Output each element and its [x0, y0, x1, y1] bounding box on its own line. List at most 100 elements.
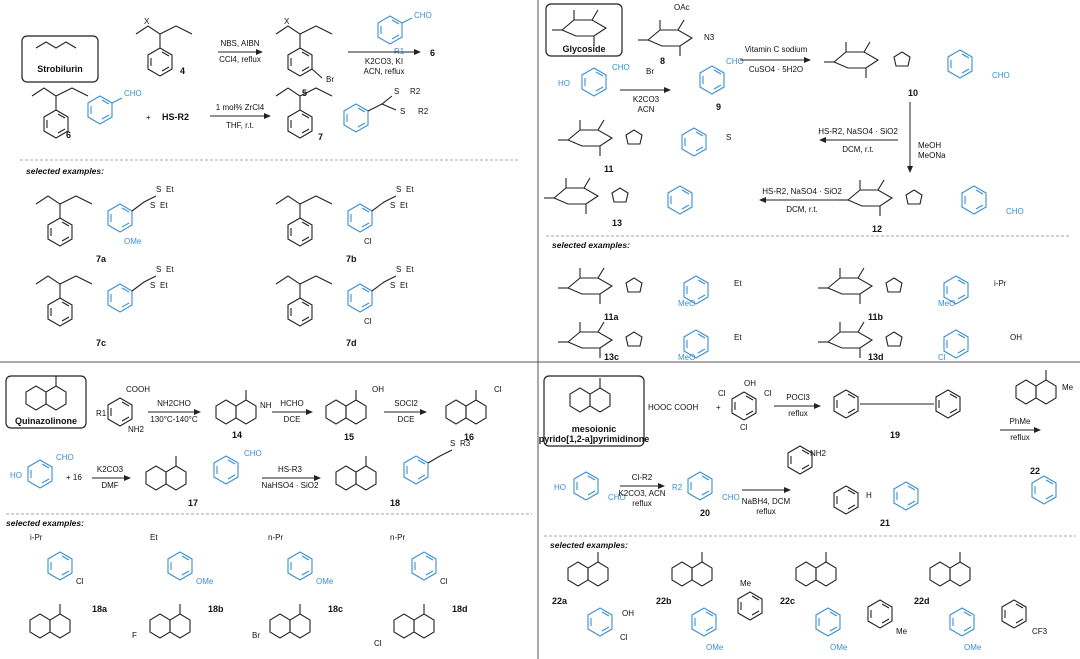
methylmalonic-acid: HOOC COOH: [648, 403, 698, 412]
panel-mesoionic: mesoionic pyrido[1,2-a]pyrimidinone HOOC…: [539, 369, 1076, 652]
structure-stroke: [393, 603, 435, 639]
structure-stroke: [147, 47, 173, 77]
structure-label: S: [156, 185, 161, 194]
structure-stroke: [1001, 599, 1027, 629]
structure-stroke: [55, 87, 89, 97]
structure-label: 22a: [552, 596, 568, 606]
structure-label: CHO: [1006, 207, 1024, 216]
cpd20-label: 20: [700, 508, 710, 518]
example-18a: i-Pr Cl 18a: [29, 533, 108, 639]
cpd16-label: 16: [464, 432, 474, 442]
structure-label: Br: [252, 631, 260, 640]
structure-label: Et: [406, 265, 414, 274]
structure-stroke: [557, 267, 613, 305]
structure-stroke: [35, 195, 61, 218]
mesoionic-label: mesoionic: [572, 424, 617, 434]
structure-label: HS-R2, NaSO4 · SiO2: [818, 127, 898, 136]
structure-stroke: [371, 275, 397, 292]
structure-stroke: [885, 277, 903, 293]
cpd5-br: Br: [326, 75, 334, 84]
structure-stroke: [107, 283, 133, 313]
selected-examples-q3: selected examples:: [6, 518, 84, 528]
structure-label: 11b: [868, 312, 884, 322]
example-11a: MeO Et 11a: [557, 267, 742, 322]
structure-label: HO: [554, 483, 566, 492]
structure-stroke: [47, 297, 73, 327]
structure-stroke: [625, 129, 643, 145]
structure-stroke: [31, 87, 57, 110]
structure-stroke: [403, 455, 429, 485]
structure-stroke: [131, 195, 157, 212]
structure-stroke: [833, 485, 859, 515]
structure-label: NaBH4, DCM: [742, 497, 791, 506]
structure-stroke: [311, 68, 323, 79]
cpd7-label: 7: [318, 132, 323, 142]
structure-label: CHO: [414, 11, 432, 20]
structure-stroke: [347, 283, 373, 313]
structure-label: Br: [646, 67, 654, 76]
structure-label: Cl: [718, 389, 726, 398]
structure-label: 18d: [452, 604, 468, 614]
selected-examples-q2: selected examples:: [552, 240, 630, 250]
structure-stroke: [823, 41, 879, 79]
structure-stroke: [299, 195, 333, 205]
structure-label: DCM, r.t.: [842, 145, 874, 154]
structure-stroke: [27, 459, 53, 489]
structure-label: CF3: [1032, 627, 1048, 636]
cpd4-label: 4: [180, 66, 185, 76]
structure-stroke: [557, 119, 613, 157]
structure-label: OH: [744, 379, 756, 388]
panel-strobilurin: Strobilurin X 4 NBS, AIBN CCl4, reflux X…: [20, 11, 520, 348]
structure-stroke: [427, 449, 453, 464]
structure-stroke: [573, 471, 599, 501]
structure-stroke: [687, 471, 713, 501]
structure-label: Cl: [620, 633, 628, 642]
structure-stroke: [611, 187, 629, 203]
structure-label: S: [150, 281, 155, 290]
strobilurin-box: [21, 35, 99, 83]
structure-label: CHO: [244, 449, 262, 458]
structure-label: R2: [418, 107, 429, 116]
structure-label: 18b: [208, 604, 224, 614]
structure-label: OAc: [674, 3, 690, 12]
cpd17-label: 17: [188, 498, 198, 508]
structure-stroke: [943, 329, 969, 359]
structure-label: n-Pr: [268, 533, 283, 542]
structure-stroke: [299, 87, 333, 97]
example-22d: CF3 OMe 22d: [914, 551, 1048, 652]
example-18d: n-Pr Cl Cl 18d: [374, 533, 468, 648]
label-7c: 7c: [96, 338, 106, 348]
structure-label: HS-R3: [278, 465, 303, 474]
structure-label: ACN: [638, 105, 655, 114]
structure-label: F: [132, 631, 137, 640]
strobilurin-label: Strobilurin: [37, 64, 83, 74]
structure-label: HCHO: [280, 399, 304, 408]
structure-label: Me: [896, 627, 908, 636]
pyridopyrimidinone-label: pyrido[1,2-a]pyrimidinone: [539, 434, 650, 444]
label-7a: 7a: [96, 254, 107, 264]
structure-stroke: [367, 95, 393, 112]
structure-stroke: [543, 177, 599, 215]
selected-examples-q4: selected examples:: [550, 540, 628, 550]
cpd6-label-top: 6: [430, 48, 435, 58]
structure-label: NH: [260, 401, 272, 410]
structure-label: OMe: [964, 643, 982, 652]
structure-label: Cl-R2: [632, 473, 653, 482]
structure-label: Cl: [364, 237, 372, 246]
structure-label: CHO: [608, 493, 626, 502]
structure-label: i-Pr: [994, 279, 1007, 288]
structure-label: S: [726, 133, 731, 142]
structure-stroke: [935, 389, 961, 419]
structure-stroke: [671, 551, 713, 587]
structure-label: THF, r.t.: [226, 121, 254, 130]
structure-label: HO: [558, 79, 570, 88]
structure-label: OMe: [830, 643, 848, 652]
structure-stroke: [815, 607, 841, 637]
structure-stroke: [737, 591, 763, 621]
structure-label: NH2: [810, 449, 827, 458]
cpd11-label: 11: [604, 164, 614, 174]
structure-stroke: [681, 127, 707, 157]
structure-stroke: [961, 185, 987, 215]
structure-stroke: [35, 41, 77, 49]
example-22c: Me OMe 22c: [780, 551, 908, 652]
